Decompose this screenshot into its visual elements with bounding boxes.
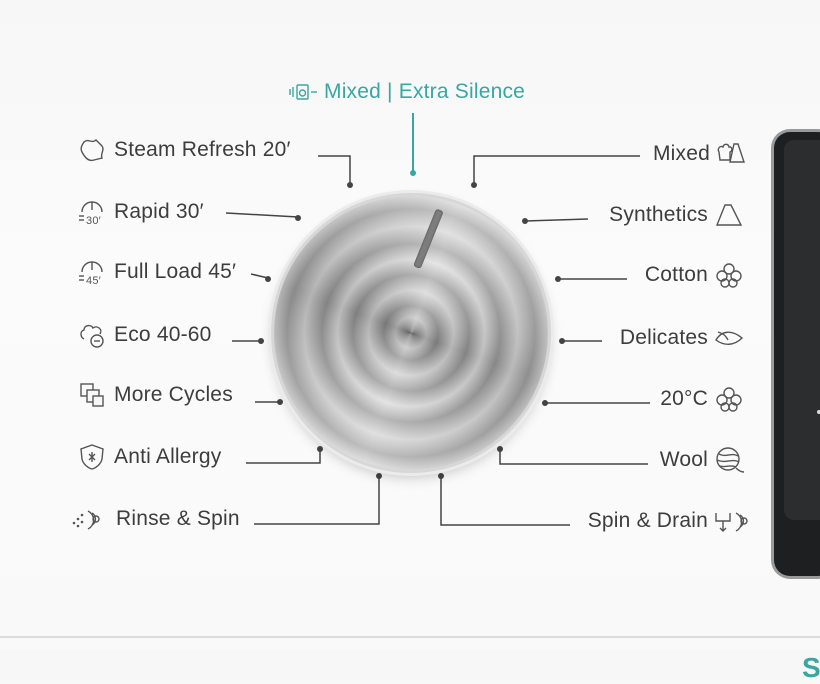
- program-label: Mixed: [652, 142, 710, 165]
- rinse-spin-icon: [70, 505, 110, 533]
- mixed-icon: [716, 140, 746, 168]
- steam-icon: [78, 136, 108, 164]
- display-label: S: [802, 652, 820, 683]
- program-label: Steam Refresh 20′: [114, 138, 291, 161]
- program-spin-drain[interactable]: Spin & Drain: [588, 507, 754, 535]
- program-more-cycles[interactable]: More Cycles: [78, 381, 233, 409]
- program-synthetics[interactable]: Synthetics: [609, 201, 744, 229]
- program-label: Anti Allergy: [114, 445, 222, 468]
- program-selector-dial[interactable]: [274, 196, 548, 470]
- program-20c[interactable]: 20°C: [660, 385, 744, 413]
- anti-allergy-icon: [78, 443, 108, 471]
- rapid-30-icon: 30′: [78, 198, 108, 227]
- program-label: Synthetics: [609, 203, 708, 226]
- cold-wash-icon: [714, 385, 744, 413]
- full-load-45-icon: 45′: [78, 258, 108, 287]
- program-label: Rinse & Spin: [116, 507, 240, 530]
- program-cotton[interactable]: Cotton: [645, 261, 744, 289]
- more-cycles-icon: [78, 381, 108, 409]
- program-label: Eco 40-60: [114, 323, 212, 346]
- panel-bottom-edge: [0, 636, 820, 638]
- program-label: Cotton: [644, 263, 708, 286]
- program-label: Full Load 45′: [114, 260, 237, 283]
- display-screen: [784, 140, 820, 520]
- program-label: 20°C: [660, 387, 708, 410]
- wool-icon: [714, 446, 745, 474]
- program-wool[interactable]: Wool: [659, 446, 745, 474]
- program-mixed[interactable]: Mixed: [653, 140, 746, 168]
- spin-drain-icon: [714, 507, 754, 535]
- program-label: Wool: [659, 448, 708, 471]
- control-display: S: [774, 132, 820, 683]
- program-label: Spin & Drain: [587, 509, 708, 532]
- program-delicates[interactable]: Delicates: [620, 324, 744, 352]
- silence-icon: [288, 81, 318, 103]
- program-anti-allergy[interactable]: Anti Allergy: [78, 443, 221, 471]
- program-mixed-extra-silence[interactable]: Mixed | Extra Silence: [288, 80, 525, 104]
- program-label: Rapid 30′: [114, 200, 204, 223]
- svg-text:45′: 45′: [86, 275, 101, 286]
- program-steam-refresh[interactable]: Steam Refresh 20′: [78, 136, 291, 164]
- eco-icon: [78, 321, 108, 349]
- program-rapid-30[interactable]: 30′ Rapid 30′: [78, 198, 204, 227]
- program-label: Delicates: [619, 326, 708, 349]
- cotton-icon: [714, 261, 744, 289]
- program-eco-40-60[interactable]: Eco 40-60: [78, 321, 212, 349]
- control-panel: Mixed | Extra Silence Steam Refresh 20′ …: [0, 80, 820, 683]
- program-rinse-spin[interactable]: Rinse & Spin: [70, 505, 240, 533]
- program-label: Mixed | Extra Silence: [324, 80, 526, 103]
- selector-leader-lines: [225, 113, 650, 526]
- display-indicator: [817, 410, 820, 414]
- delicates-icon: [714, 324, 744, 352]
- program-full-load-45[interactable]: 45′ Full Load 45′: [78, 258, 237, 287]
- synthetics-icon: [714, 201, 744, 229]
- svg-text:30′: 30′: [86, 215, 101, 226]
- dial-sheen: [274, 196, 548, 470]
- program-label: More Cycles: [114, 383, 233, 406]
